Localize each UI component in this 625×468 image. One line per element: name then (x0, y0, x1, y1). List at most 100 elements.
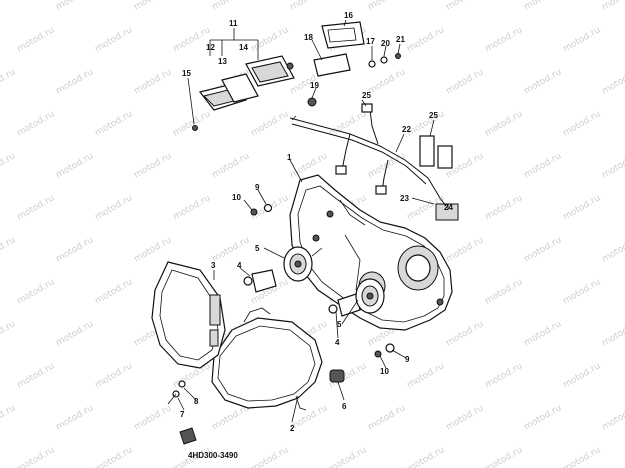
headlight-lens-upper (151, 261, 226, 369)
callout-14: 14 (239, 43, 248, 52)
watermark-text: motod.ru (445, 0, 486, 13)
callout-15: 15 (182, 69, 191, 78)
parts-drawing: 1 2 3 4 4 5 5 6 7 8 9 9 10 10 11 12 13 1… (151, 11, 459, 460)
watermark-text: motod.ru (562, 445, 603, 468)
callout-24: 24 (444, 203, 453, 212)
watermark-text: motod.ru (601, 0, 625, 13)
callout-7: 7 (180, 410, 185, 419)
watermark-text: motod.ru (94, 109, 135, 138)
callout-9b: 9 (405, 355, 410, 364)
watermark-text: motod.ru (133, 403, 174, 432)
callout-21: 21 (396, 35, 405, 44)
watermark-text: motod.ru (601, 235, 625, 264)
watermark-text: motod.ru (367, 403, 408, 432)
watermark-text: motod.ru (94, 445, 135, 468)
callout-20: 20 (381, 39, 390, 48)
watermark-text: motod.ru (211, 403, 252, 432)
watermark-text: motod.ru (484, 361, 525, 390)
watermark-text: motod.ru (0, 235, 17, 264)
watermark-text: motod.ru (250, 109, 291, 138)
socket-upper (283, 246, 323, 282)
callout-1: 1 (287, 153, 292, 162)
callout-10b: 10 (380, 367, 389, 376)
callout-4a: 4 (237, 261, 242, 270)
watermark-text: motod.ru (250, 445, 291, 468)
callout-2: 2 (290, 424, 295, 433)
watermark-text: motod.ru (523, 235, 564, 264)
watermark-text: motod.ru (445, 403, 486, 432)
callout-17: 17 (366, 37, 375, 46)
watermark-text: motod.ru (133, 235, 174, 264)
watermark-text: motod.ru (445, 67, 486, 96)
watermark-text: motod.ru (289, 403, 330, 432)
fasteners (167, 203, 395, 405)
watermark-text: motod.ru (523, 403, 564, 432)
watermark-text: motod.ru (484, 109, 525, 138)
watermark-text: motod.ru (211, 151, 252, 180)
bulb-lower (328, 293, 361, 317)
watermark-text: motod.ru (367, 0, 408, 13)
watermark-text: motod.ru (133, 0, 174, 13)
socket-lower (355, 278, 385, 314)
watermark-text: motod.ru (94, 361, 135, 390)
wiring-harness (289, 103, 459, 221)
watermark-text: motod.ru (601, 67, 625, 96)
watermark-text: motod.ru (289, 151, 330, 180)
watermark-text: motod.ru (601, 403, 625, 432)
watermark-text: motod.ru (211, 235, 252, 264)
callout-18: 18 (304, 33, 313, 42)
callout-11: 11 (229, 19, 238, 28)
callout-25a: 25 (362, 91, 371, 100)
watermark-text: motod.ru (328, 445, 369, 468)
watermark-text: motod.ru (484, 277, 525, 306)
watermark-text: motod.ru (0, 0, 17, 13)
callout-16: 16 (344, 11, 353, 20)
watermark-text: motod.ru (133, 151, 174, 180)
watermark-text: motod.ru (55, 0, 96, 13)
watermark-text: motod.ru (55, 67, 96, 96)
callout-19: 19 (310, 81, 319, 90)
watermark-text: motod.ru (406, 445, 447, 468)
watermark-text: motod.ru (55, 319, 96, 348)
callout-3: 3 (211, 261, 216, 270)
callout-5b: 5 (337, 320, 342, 329)
leader-lines (177, 19, 449, 423)
callout-5a: 5 (255, 244, 260, 253)
cover-plate-assembly (307, 21, 401, 107)
watermark-text: motod.ru (55, 235, 96, 264)
watermark-text: motod.ru (211, 0, 252, 13)
watermark-text: motod.ru (133, 67, 174, 96)
watermark-text: motod.ru (0, 319, 17, 348)
watermark-text: motod.ru (16, 109, 57, 138)
callout-23: 23 (400, 194, 409, 203)
watermark-text: motod.ru (0, 151, 17, 180)
headlight-lens-lower (211, 307, 323, 411)
watermark-text: motod.ru (406, 361, 447, 390)
mount-tab (179, 427, 197, 445)
callout-6: 6 (342, 402, 347, 411)
callout-13: 13 (218, 57, 227, 66)
grommet (329, 369, 345, 383)
watermark-text: motod.ru (562, 109, 603, 138)
watermark-text: motod.ru (16, 277, 57, 306)
callout-22: 22 (402, 125, 411, 134)
watermark-text: motod.ru (94, 277, 135, 306)
watermark-text: motod.ru (406, 109, 447, 138)
callout-8: 8 (194, 397, 199, 406)
watermark-text: motod.ru (289, 0, 330, 13)
position-lamp-assembly (192, 55, 295, 131)
watermark-text: motod.ru (562, 361, 603, 390)
watermark-text: motod.ru (16, 193, 57, 222)
watermark-text: motod.ru (367, 67, 408, 96)
watermark-text: motod.ru (94, 25, 135, 54)
callout-10a: 10 (232, 193, 241, 202)
watermark-text: motod.ru (484, 445, 525, 468)
bulb-upper (243, 269, 277, 293)
watermark-text: motod.ru (55, 403, 96, 432)
watermark-text: motod.ru (172, 109, 213, 138)
watermark-text: motod.ru (601, 151, 625, 180)
watermark-text: motod.ru (16, 445, 57, 468)
watermark-text: motod.ru (523, 0, 564, 13)
watermark-text: motod.ru (445, 235, 486, 264)
